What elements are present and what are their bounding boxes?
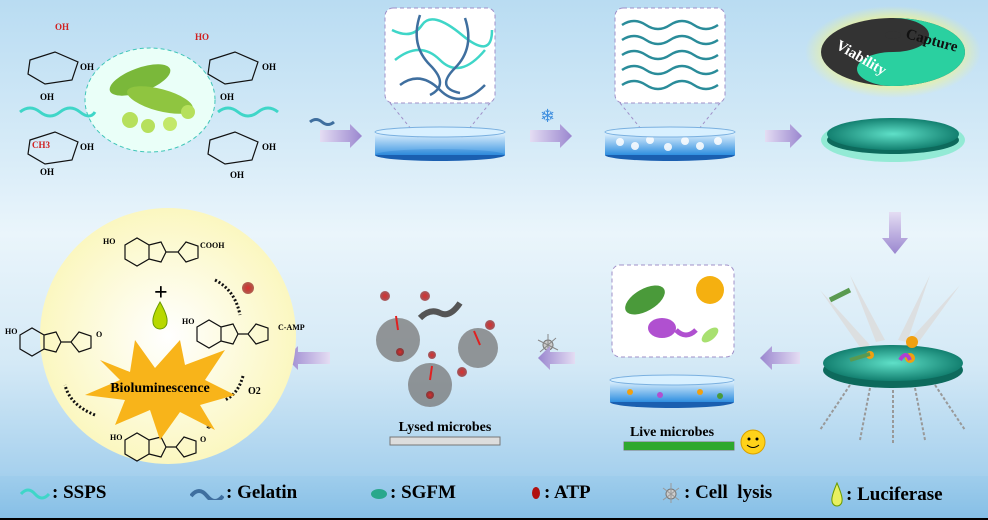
live-progress-fill [624,442,734,450]
process-arrow [286,346,330,370]
o2-label: O2 [248,386,261,397]
sugar-label: CH3 [32,140,51,150]
legend-label: : ATP [544,482,591,503]
sugar-structures [27,51,259,165]
ho-label: HO [182,317,194,326]
ho-label: HO [5,327,17,336]
reaction-arrows [63,278,245,417]
legend-label: : Luciferase [846,484,943,505]
bioluminescence-burst [85,340,235,440]
legend-label: : SGFM [390,482,456,503]
microbes-icon [625,276,724,343]
bioluminescence-label: Bioluminescence [110,381,210,396]
luciferase-drop-icon [152,300,168,330]
soybean-icon [109,64,195,133]
sugar-label: OH [80,142,94,152]
reaction-circle [40,208,296,464]
sgfm-disc-top [827,118,959,150]
snowflake-icon: ❄ [540,106,555,126]
petri-dish-solution [375,132,505,155]
process-arrow [538,346,575,370]
sugar-label: OH [230,170,244,180]
gelatin-wave-icon [309,118,335,126]
plus-sign: + [154,280,168,306]
petri-dish-rim [604,126,736,138]
sugar-label: OH [262,62,276,72]
capture-disc-scene [819,275,966,445]
frozen-dish-solution [605,132,735,155]
legend-item-luciferase: : Luciferase [830,482,943,508]
live-microbes-label: Live microbes [630,425,715,440]
ho-label: HO [103,237,115,246]
atp-icon [242,282,254,294]
process-arrow [530,124,572,148]
sugar-label: OH [40,92,54,102]
ordered-network-icon [621,19,719,91]
o-label: O [200,435,206,444]
luciferase-drop-icon [831,482,843,507]
luciferin-structures [19,237,269,462]
sugar-label: OH [55,22,69,32]
o-label: O [96,330,102,339]
sugar-label: OH [40,167,54,177]
yin-yang-icon [821,18,965,86]
ho-label: HO [110,433,122,442]
captured-microbes [627,389,723,399]
process-arrow [760,346,800,370]
sugar-label: OH [80,62,94,72]
ice-crystals [616,136,722,151]
cell-lysis-icon [662,483,680,503]
legend-item-cell-lysis: : Cell lysis [660,482,772,504]
lysed-progress-bar [389,436,501,446]
polymer-network-icon [391,14,494,100]
excited-star: * [206,421,212,435]
process-arrow [320,124,362,148]
petri-dish-rim [374,126,506,138]
lysed-microbes-label: Lysed microbes [399,420,492,435]
legend-item-atp: : ATP [530,482,591,504]
legend-item-ssps: : SSPS [20,482,106,504]
cooh-label: COOH [200,241,225,250]
petri-dish-solution [610,380,734,402]
legend-item-sgfm: : SGFM [370,482,456,504]
legend-label: : Cell lysis [684,482,773,503]
smiley-icon [740,429,766,455]
sugar-label: OH [220,92,234,102]
petri-dish-rim [609,374,735,386]
lysed-microbes-icon [376,291,498,407]
legend: : SSPS : Gelatin : SGFM : ATP : Cell lys… [0,476,988,520]
gelatin-wave-icon [190,489,224,500]
sugar-label: HO [195,32,209,42]
amp-label: C-AMP [278,323,305,332]
schematic-diagram: OH OH OH HO OH OH CH3 OH OH OH OH ❄ [5,6,981,464]
ssps-wave-icon [217,106,279,118]
ssps-wave-icon [19,106,97,118]
atp-icon [532,487,540,499]
ssps-wave-icon [20,488,50,500]
legend-item-gelatin: : Gelatin [190,482,297,504]
legend-label: : SSPS [52,482,107,503]
process-arrow [882,212,908,254]
sugar-label: OH [262,142,276,152]
process-arrow [765,124,802,148]
legend-label: : Gelatin [226,482,298,503]
sgfm-disc-icon [371,489,387,499]
